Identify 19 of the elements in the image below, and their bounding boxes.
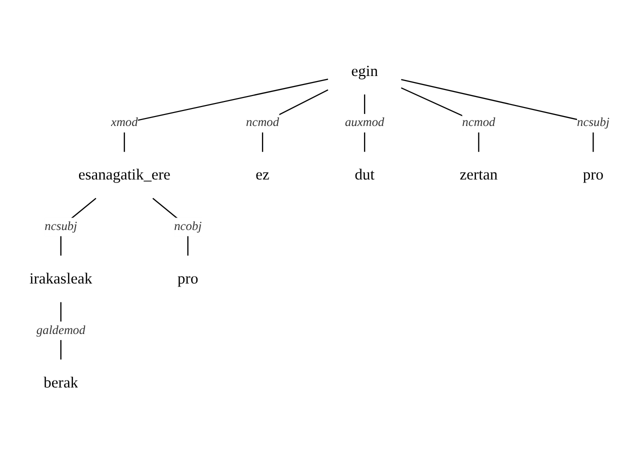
- edge-label: ncsubj: [44, 218, 78, 236]
- word-label: irakasleak: [29, 270, 92, 288]
- edge-label: ncobj: [174, 218, 202, 236]
- word-label: zertan: [460, 166, 498, 184]
- word-label: esanagatik_ere: [78, 166, 170, 184]
- edge-label: ncsubj: [577, 114, 610, 132]
- word-label: egin: [351, 62, 378, 80]
- edge-label: galdemod: [36, 322, 86, 340]
- edge-label: xmod: [110, 114, 138, 132]
- word-label: berak: [44, 374, 78, 392]
- dependency-line: [124, 78, 328, 152]
- edge-label: ncmod: [462, 114, 496, 132]
- word-label: ez: [256, 166, 270, 184]
- edge-label: auxmod: [344, 114, 384, 132]
- edge-label: ncmod: [246, 114, 280, 132]
- word-label: dut: [354, 166, 374, 184]
- dependency-line: [401, 78, 594, 152]
- word-label: pro: [582, 166, 604, 184]
- word-label: pro: [178, 270, 198, 288]
